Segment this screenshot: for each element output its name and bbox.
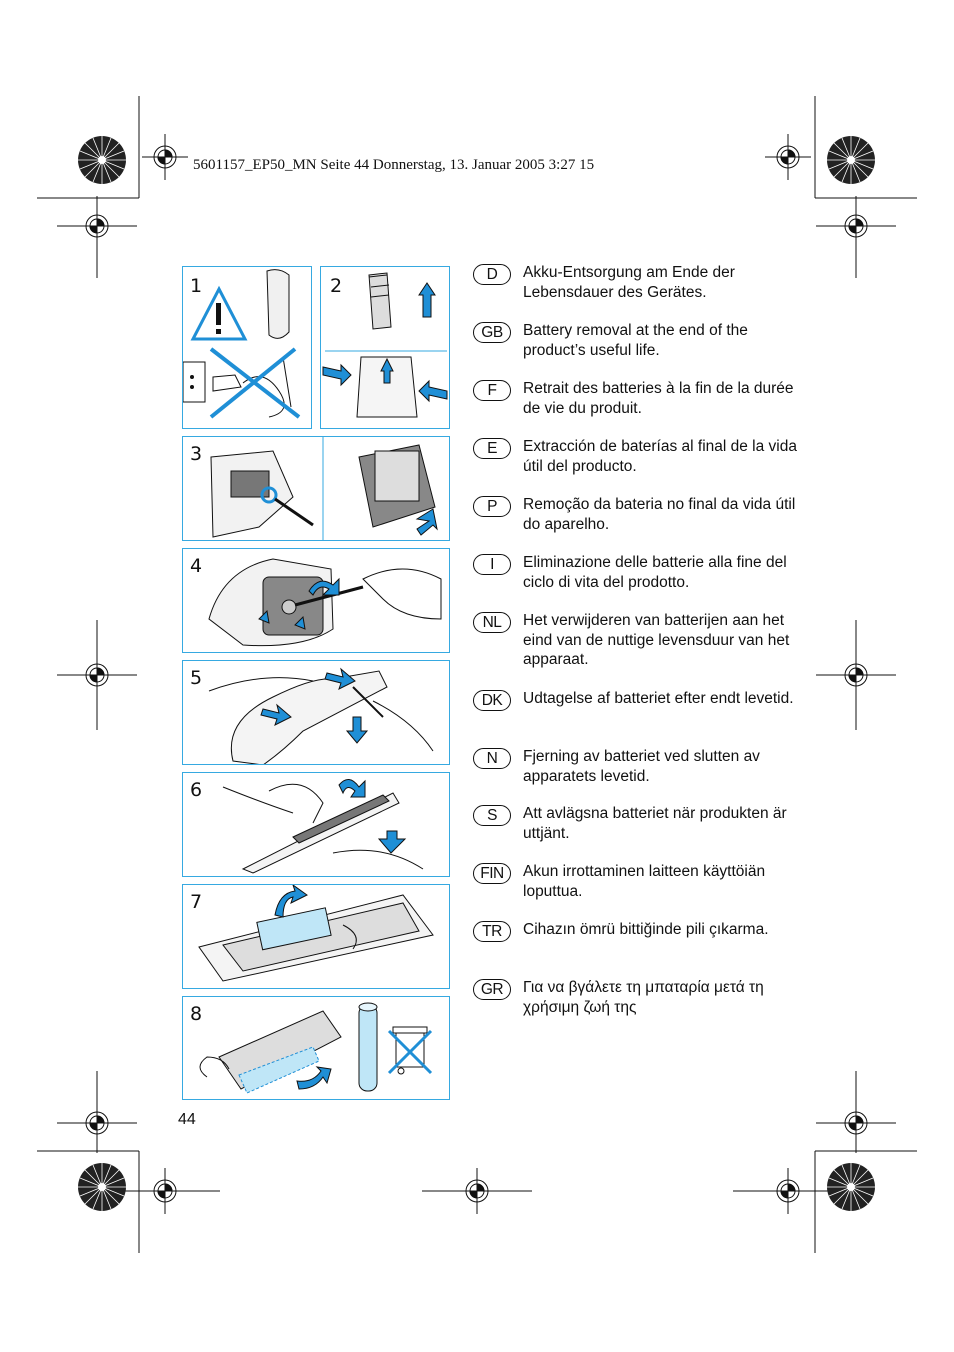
lang-text: Het verwijderen van batterijen aan het e… — [523, 612, 790, 668]
step-2-panel: 2 — [320, 266, 450, 429]
lang-text: Akun irrottaminen laitteen käyttöiän lop… — [523, 863, 766, 900]
lang-text: Eliminazione delle batterie alla fine de… — [523, 554, 787, 591]
lang-badge: NL — [473, 612, 511, 633]
lang-text: Battery removal at the end of the produc… — [523, 322, 748, 359]
lang-text: Remoção da bateria no final da vida útil… — [523, 496, 796, 533]
lang-text: Udtagelse af batteriet efter endt leveti… — [523, 690, 794, 707]
step-number: 5 — [190, 667, 203, 689]
lang-badge: N — [473, 748, 511, 769]
step-7-panel: 7 — [182, 884, 450, 989]
step-number: 2 — [330, 275, 343, 297]
lang-badge: P — [473, 496, 511, 517]
step-3-panel: 3 — [182, 436, 450, 541]
lang-badge: DK — [473, 690, 511, 711]
print-slug: 5601157_EP50_MN Seite 44 Donnerstag, 13.… — [193, 157, 595, 173]
lang-text: Att avlägsna batteriet när produkten är … — [523, 805, 787, 842]
lang-badge: E — [473, 438, 511, 459]
step-number: 3 — [190, 443, 203, 465]
registration-mark-icon — [57, 134, 896, 1214]
step-number: 4 — [190, 555, 203, 577]
warning-triangle-icon — [190, 285, 248, 341]
lang-badge: F — [473, 380, 511, 401]
lang-badge: FIN — [473, 863, 511, 884]
step-number: 8 — [190, 1003, 203, 1025]
step-5-panel: 5 — [182, 660, 450, 765]
step-number: 7 — [190, 891, 203, 913]
crossed-out-bin-icon — [387, 1026, 433, 1075]
lang-badge: D — [473, 264, 511, 285]
lang-text: Akku-Entsorgung am Ende der Lebensdauer … — [523, 264, 735, 301]
lang-badge: I — [473, 554, 511, 575]
step-4-panel: 4 — [182, 548, 450, 653]
lang-text: Retrait des batteries à la fin de la dur… — [523, 380, 794, 417]
page-number: 44 — [178, 1111, 196, 1128]
lang-badge: GR — [473, 979, 511, 1000]
lang-text: Fjerning av batteriet ved slutten av app… — [523, 748, 760, 785]
step-1-panel: 1 — [182, 266, 312, 429]
step-number: 6 — [190, 779, 203, 801]
lang-text: Για να βγάλετε τη μπαταρία μετά τη χρήσι… — [523, 979, 764, 1016]
step-number: 1 — [190, 275, 203, 297]
lang-text: Cihazın ömrü bittiğinde pili çıkarma. — [523, 921, 769, 938]
lang-badge: S — [473, 805, 511, 826]
lang-badge: TR — [473, 921, 511, 942]
lang-badge: GB — [473, 322, 511, 343]
lang-text: Extracción de baterías al final de la vi… — [523, 438, 797, 475]
step-8-panel: 8 — [182, 996, 450, 1100]
step-6-panel: 6 — [182, 772, 450, 877]
